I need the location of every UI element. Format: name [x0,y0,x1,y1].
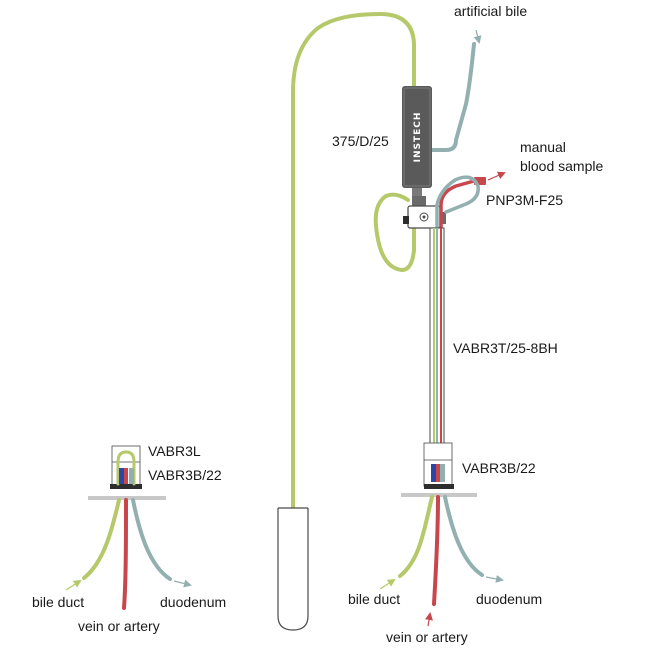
bile-loop-tube [373,192,416,272]
left-bile-duct-tube [82,498,121,580]
right-skin-platform [401,493,477,497]
right-vessel-arrow-icon [425,612,433,627]
left-cap-label: VABR3L [148,443,201,459]
right-bile-duct-tube [398,495,434,578]
left-vessel-label: vein or artery [78,618,160,634]
left-button-label: VABR3B/22 [148,467,222,483]
bile-line-to-tube [291,12,416,562]
collection-tube-icon [277,508,309,631]
manual-label-line2: blood sample [520,158,603,174]
right-duodenum-arrow-icon [485,574,504,583]
pump-model-label: 375/D/25 [332,133,389,149]
artificial-bile-label: artificial bile [454,3,527,19]
pump-brand: INSTECH [413,112,423,163]
duodenum-loop-tube [435,175,480,230]
manual-blood-arrow-icon [487,171,506,181]
left-bile-duct-label: bile duct [32,594,84,610]
right-bile-duct-arrow-icon [379,578,396,590]
blood-sample-line [439,179,476,230]
right-bile-duct-label: bile duct [348,591,400,607]
left-skin-platform [88,496,166,500]
swivel-icon [403,196,446,229]
right-duodenum-tube [443,495,484,577]
right-button-label: VABR3B/22 [462,460,536,476]
swivel-model-label: PNP3M-F25 [486,192,563,208]
infusion-pump-icon [402,86,432,188]
left-bile-duct-arrow-icon [65,579,82,591]
artificial-bile-arrow-icon [473,29,482,44]
right-vessel-tube [432,495,440,606]
left-assembly: VABR3L VABR3B/22 bile duct duodenum vein… [32,443,226,634]
left-duodenum-arrow-icon [173,579,192,588]
right-duodenum-label: duodenum [476,591,542,607]
left-duodenum-label: duodenum [160,594,226,610]
right-assembly: INSTECH [332,3,603,645]
collection-assembly [277,12,416,631]
artificial-bile-line [430,42,476,152]
left-duodenum-tube [131,498,172,581]
manual-label-line1: manual [520,139,566,155]
left-bile-loop [116,450,136,486]
left-vessel-tube [122,498,128,610]
right-vessel-label: vein or artery [386,629,468,645]
tether-model-label: VABR3T/25-8BH [453,340,558,356]
